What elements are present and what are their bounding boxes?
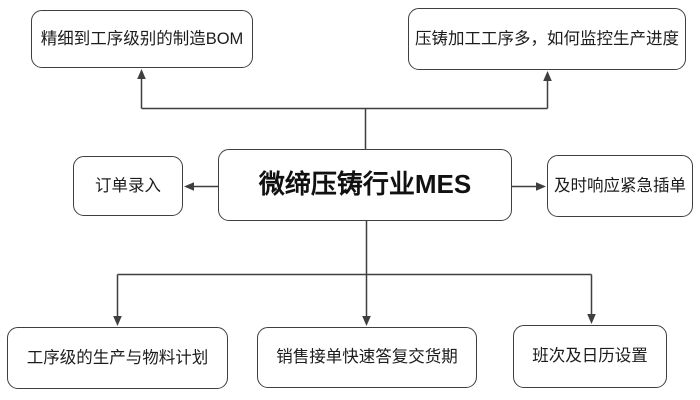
arrowhead-icon: [536, 182, 546, 191]
arrowhead-icon: [543, 71, 552, 81]
node-label: 订单录入: [95, 176, 161, 195]
node-manufacturing-bom: 精细到工序级别的制造BOM: [31, 10, 253, 68]
node-label: 微缔压铸行业MES: [258, 169, 472, 200]
node-production-material-planning: 工序级的生产与物料计划: [7, 327, 228, 389]
node-label: 精细到工序级别的制造BOM: [40, 29, 244, 48]
node-production-progress-monitoring: 压铸加工工序多，如何监控生产进度: [408, 8, 686, 70]
node-label: 班次及日历设置: [532, 347, 648, 366]
connector-top-branch: [140, 78, 549, 149]
arrowhead-icon: [137, 69, 146, 79]
arrowhead-icon: [184, 182, 194, 191]
arrowhead-icon: [587, 314, 596, 324]
node-label: 工序级的生产与物料计划: [26, 348, 209, 367]
arrowhead-icon: [113, 316, 122, 326]
node-urgent-order-response: 及时响应紧急插单: [547, 155, 693, 217]
node-label: 及时响应紧急插单: [554, 176, 686, 195]
node-center-mes-title: 微缔压铸行业MES: [218, 149, 512, 221]
arrowhead-icon: [362, 316, 371, 326]
node-delivery-date-reply: 销售接单快速答复交货期: [257, 327, 477, 388]
node-label: 压铸加工工序多，如何监控生产进度: [415, 29, 679, 48]
connector-bottom-branch: [116, 221, 593, 317]
node-shift-calendar-settings: 班次及日历设置: [513, 325, 667, 388]
node-label: 销售接单快速答复交货期: [276, 348, 458, 367]
node-order-entry: 订单录入: [73, 156, 183, 216]
